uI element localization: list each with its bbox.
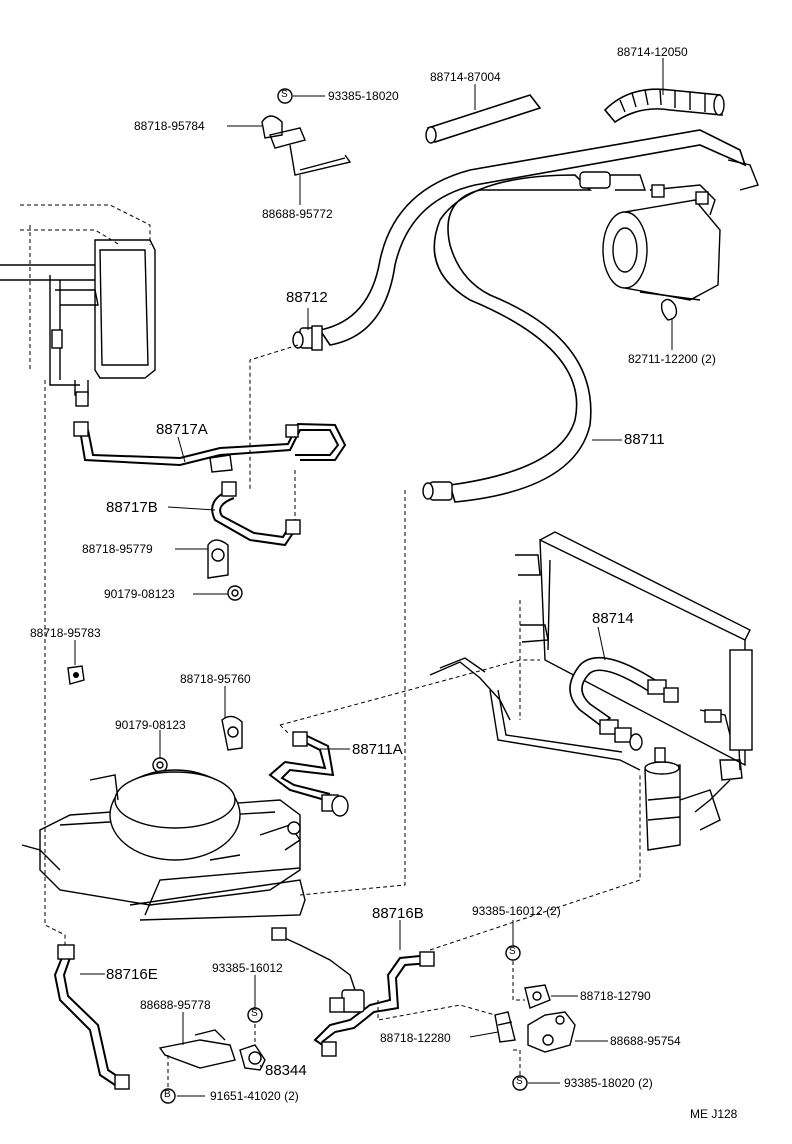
nut-90179-08123-b [152,757,168,773]
label-93385-16012: 93385-16012 [212,961,283,975]
clamp-88718-12790 [524,984,551,1009]
hose-88714-87004 [425,94,542,144]
label-88711: 88711 [624,431,665,448]
bracket-88688-95778 [158,1029,236,1069]
b-mark-letter: B [164,1089,171,1100]
label-88717B: 88717B [106,499,158,516]
s-mark-top [277,88,293,104]
switch-88344 [239,1044,266,1071]
label-88716E: 88716E [106,966,158,983]
condenser-lines [429,657,743,813]
label-88718-95760: 88718-95760 [180,672,251,686]
label-88718-95783: 88718-95783 [30,626,101,640]
label-91651-41020: 91651-41020 (2) [210,1089,299,1103]
label-88714-87004: 88714-87004 [430,70,501,84]
bracket-88688-95754 [527,1011,576,1053]
label-93385-18020: 93385-18020 [328,89,399,103]
label-88688-95754: 88688-95754 [610,1034,681,1048]
label-88718-95779: 88718-95779 [82,542,153,556]
tube-88716E [53,944,130,1090]
label-93385-18020-2: 93385-18020 (2) [564,1076,653,1090]
tube-88716B [271,927,435,1057]
b-mark [160,1088,176,1104]
label-88717A: 88717A [156,421,208,438]
label-88716B: 88716B [372,905,424,922]
clamp-88718-95779 [207,539,229,579]
s-mark-letter: S [281,89,288,100]
label-88714-12050: 88714-12050 [617,45,688,59]
s-mark-letter: S [509,946,516,957]
label-88712: 88712 [286,289,328,306]
compressor [602,184,721,321]
clamp-bracket-group-top [261,115,352,176]
hose-88714-12050 [603,88,725,124]
s-mark-93385-16012-2 [505,945,521,961]
leader-lines [74,58,673,1097]
tube-88717B [211,481,301,547]
clamp-88718-95760 [221,715,243,751]
label-90179-08123-b: 90179-08123 [115,718,186,732]
tube-88717A [73,421,347,473]
condenser [515,531,753,771]
label-88714: 88714 [592,610,634,627]
label-88718-12280: 88718-12280 [380,1031,451,1045]
s-mark-letter: S [516,1076,523,1087]
label-93385-16012-2: 93385-16012 (2) [472,904,561,918]
evaporator-unit [0,204,156,407]
label-90179-08123-a: 90179-08123 [104,587,175,601]
label-88344: 88344 [265,1062,307,1079]
footer-code: ME J128 [690,1107,738,1121]
label-88718-95784: 88718-95784 [134,119,205,133]
clamp-88718-95783 [67,665,85,685]
s-mark-93385-16012 [247,1007,263,1023]
discharge-hose-88711 [422,171,646,503]
condenser-hose-88714 [569,657,679,751]
s-mark-93385-18020-2 [512,1075,528,1091]
dashed-connectors [44,344,641,1090]
label-88688-95778: 88688-95778 [140,998,211,1012]
label-88711A: 88711A [352,741,403,758]
label-82711-12200: 82711-12200 (2) [628,352,716,366]
label-88688-95772: 88688-95772 [262,207,333,221]
label-88718-12790: 88718-12790 [580,989,651,1003]
blower-housing [21,769,306,921]
tube-88711A [268,731,349,817]
nut-90179-08123-a [227,585,243,601]
s-mark-letter: S [251,1008,258,1019]
clamp-88718-12280 [494,1011,516,1043]
suction-hose-88712 [292,129,759,351]
receiver-drier [644,747,721,851]
